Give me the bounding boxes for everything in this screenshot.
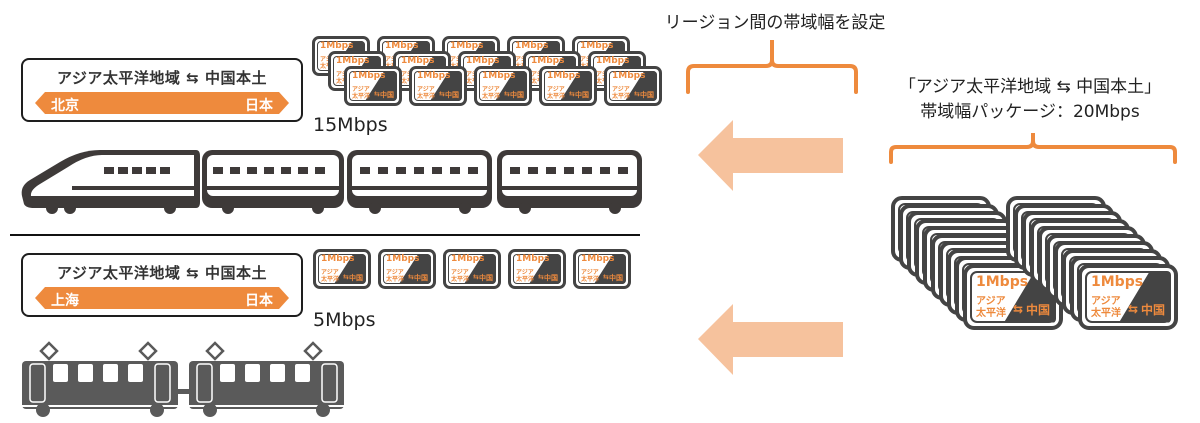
route-from: 上海 [51, 293, 79, 309]
route-sign-beijing: アジア太平洋地域 ⇆ 中国本土 北京 日本 [21, 58, 303, 122]
bandwidth-card: 1Mbps アジア太平洋⇆中国 [409, 66, 467, 106]
card-source: アジア太平洋 [482, 86, 501, 100]
card-destination: 中国 [414, 274, 428, 282]
card-source: アジア太平洋 [581, 269, 600, 283]
card-rate: 1Mbps [547, 71, 581, 81]
card-rate: 1Mbps [417, 71, 451, 81]
card-rate: 1Mbps [321, 254, 355, 264]
bidirectional-arrow-icon: ⇆ [569, 90, 575, 98]
route-direction-band: 北京 日本 [35, 92, 289, 114]
card-source: アジア太平洋 [321, 269, 340, 283]
bidirectional-arrow-icon: ⇆ [538, 273, 544, 281]
bandwidth-card: 1Mbps アジア太平洋⇆中国 [508, 249, 566, 289]
card-source: アジア太平洋 [1091, 295, 1121, 319]
card-rate: 1Mbps [515, 41, 549, 51]
card-source: アジア太平洋 [976, 295, 1006, 319]
card-rate: 1Mbps [516, 254, 550, 264]
bandwidth-card: 1Mbps アジア太平洋⇆中国 [474, 66, 532, 106]
card-source: アジア太平洋 [386, 269, 405, 283]
card-destination: 中国 [445, 91, 459, 99]
bandwidth-card: 1Mbps アジア太平洋⇆中国 [313, 249, 371, 289]
card-rate: 1Mbps [482, 71, 516, 81]
bandwidth-card: 1Mbps アジア太平洋 ⇆中国 [1078, 263, 1178, 330]
bidirectional-arrow-icon: ⇆ [634, 90, 640, 98]
card-rate: 1Mbps [581, 254, 615, 264]
card-destination: 中国 [609, 274, 623, 282]
bandwidth-card: 1Mbps アジア太平洋⇆中国 [573, 249, 631, 289]
bidirectional-arrow-icon: ⇆ [408, 273, 414, 281]
card-rate: 1Mbps [466, 56, 500, 66]
route-divider [10, 234, 640, 236]
card-rate: 1Mbps [450, 41, 484, 51]
route-from: 北京 [51, 98, 79, 114]
bandwidth-card: 1Mbps アジア太平洋⇆中国 [344, 66, 402, 106]
card-destination: 中国 [640, 91, 654, 99]
bandwidth-card: 1Mbps アジア太平洋⇆中国 [539, 66, 597, 106]
card-destination: 中国 [479, 274, 493, 282]
route-sign-title: アジア太平洋地域 ⇆ 中国本土 [57, 264, 267, 282]
card-rate: 1Mbps [336, 56, 370, 66]
card-source: アジア太平洋 [516, 269, 535, 283]
bidirectional-arrow-icon: ⇆ [439, 90, 445, 98]
card-destination: 中国 [380, 91, 394, 99]
card-source: アジア太平洋 [417, 86, 436, 100]
card-destination: 中国 [349, 274, 363, 282]
bandwidth-card: 1Mbps アジア太平洋⇆中国 [604, 66, 662, 106]
package-caption-line2: 帯域幅パッケージ：20Mbps [920, 102, 1140, 122]
route-direction-band: 上海 日本 [35, 287, 289, 309]
route-bandwidth-label: 5Mbps [313, 309, 376, 331]
bidirectional-arrow-icon: ⇆ [1013, 301, 1024, 316]
bidirectional-arrow-icon: ⇆ [603, 273, 609, 281]
bidirectional-arrow-icon: ⇆ [374, 90, 380, 98]
card-source: アジア太平洋 [547, 86, 566, 100]
route-sign-title: アジア太平洋地域 ⇆ 中国本土 [57, 69, 267, 87]
card-destination: 中国 [1025, 302, 1050, 317]
region-bandwidth-caption: リージョン間の帯域幅を設定 [664, 13, 886, 33]
card-source: アジア太平洋 [612, 86, 631, 100]
card-rate: 1Mbps [612, 71, 646, 81]
card-rate: 1Mbps [451, 254, 485, 264]
route-to: 日本 [245, 293, 273, 309]
bidirectional-arrow-icon: ⇆ [1128, 301, 1139, 316]
bidirectional-arrow-icon: ⇆ [473, 273, 479, 281]
card-rate: 1Mbps [580, 41, 614, 51]
card-destination: 中国 [544, 274, 558, 282]
bandwidth-card: 1Mbps アジア太平洋⇆中国 [443, 249, 501, 289]
card-rate: 1Mbps [385, 41, 419, 51]
card-rate: 1Mbps [596, 56, 630, 66]
route-bandwidth-label: 15Mbps [313, 114, 388, 136]
card-rate: 1Mbps [976, 273, 1029, 290]
card-rate: 1Mbps [352, 71, 386, 81]
package-caption-line1: 「アジア太平洋地域 ⇆ 中国本土」 [898, 77, 1162, 97]
card-rate: 1Mbps [320, 41, 354, 51]
card-destination: 中国 [575, 91, 589, 99]
card-destination: 中国 [510, 91, 524, 99]
route-sign-shanghai: アジア太平洋地域 ⇆ 中国本土 上海 日本 [21, 253, 303, 317]
bidirectional-arrow-icon: ⇆ [504, 90, 510, 98]
bidirectional-arrow-icon: ⇆ [343, 273, 349, 281]
bandwidth-card: 1Mbps アジア太平洋⇆中国 [378, 249, 436, 289]
route-to: 日本 [245, 98, 273, 114]
card-source: アジア太平洋 [352, 86, 371, 100]
card-rate: 1Mbps [401, 56, 435, 66]
card-source: アジア太平洋 [451, 269, 470, 283]
card-rate: 1Mbps [386, 254, 420, 264]
card-destination: 中国 [1140, 302, 1165, 317]
card-rate: 1Mbps [531, 56, 565, 66]
card-rate: 1Mbps [1091, 273, 1144, 290]
